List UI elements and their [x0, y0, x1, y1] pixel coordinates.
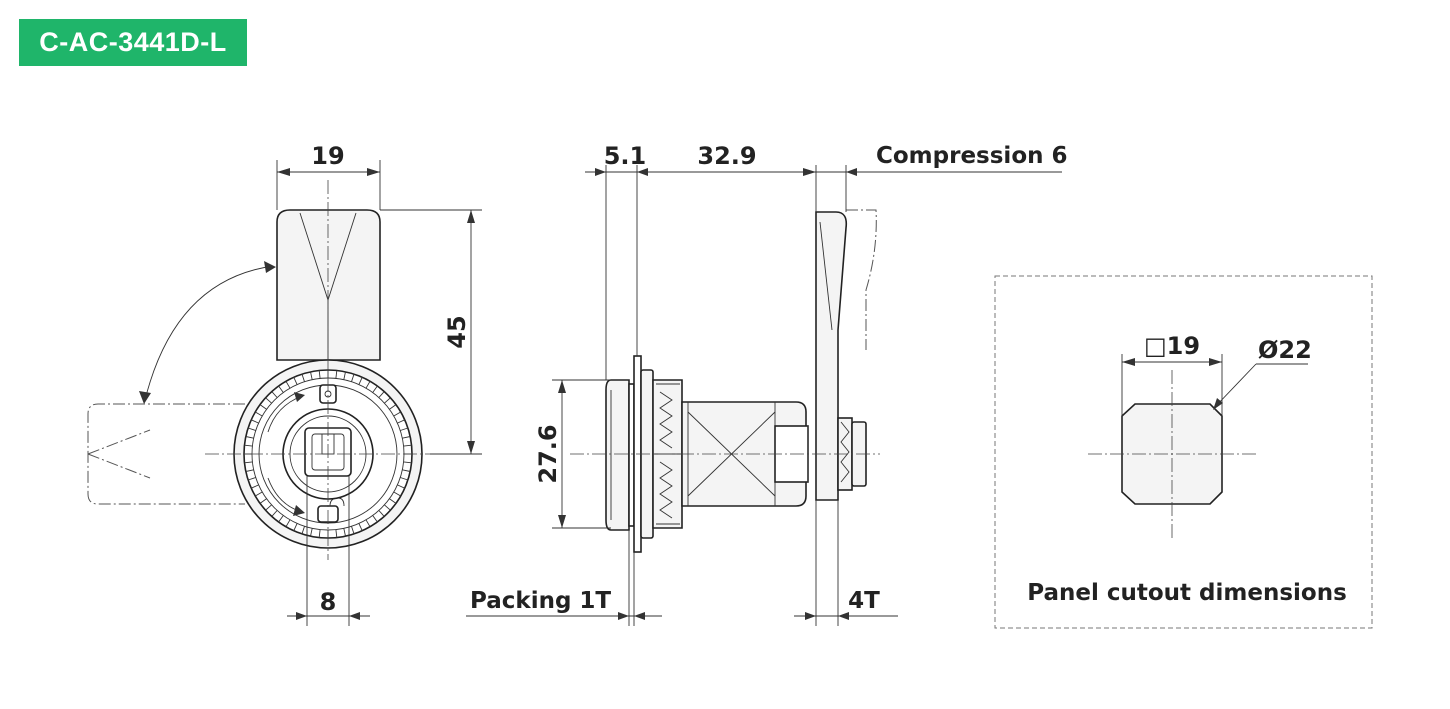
flange-dia-dim: 27.6 — [534, 424, 562, 483]
bezel-tick — [247, 427, 256, 431]
bezel-tick — [251, 484, 259, 489]
bezel-tick — [271, 391, 278, 398]
bezel-ticks — [244, 370, 412, 538]
bezel-tick — [335, 370, 338, 379]
front-view: 19 45 8 — [87, 142, 482, 626]
bezel-tick — [255, 491, 263, 497]
panel-cutout: □19 Ø22 Panel cutout dimensions — [994, 275, 1373, 629]
compression-label: Compression 6 — [876, 143, 1068, 169]
flange — [605, 379, 630, 531]
bezel-tick — [245, 436, 254, 439]
side-view: 5.1 32.9 Compression 6 27.6 Packing 1T 4… — [466, 142, 1068, 626]
cam-thickness-label: 4T — [848, 588, 880, 614]
front-height-dim: 45 — [443, 315, 471, 348]
front-width-dim: 19 — [311, 142, 344, 170]
bezel-tick — [285, 381, 291, 389]
bezel-tick — [245, 469, 254, 472]
bezel-tick — [402, 436, 411, 439]
bezel-tick — [389, 404, 397, 410]
bezel-tick — [310, 371, 313, 380]
bezel-tick — [351, 373, 355, 382]
flange-thickness-dim: 5.1 — [604, 142, 647, 170]
cutout-square-dim: □19 — [1144, 332, 1200, 360]
bezel-tick — [335, 529, 338, 538]
bezel-tick — [343, 528, 346, 537]
bezel-tick — [397, 419, 405, 424]
cam-phantom — [846, 209, 877, 350]
rotated-cam-phantom — [87, 403, 245, 505]
bezel-tick — [372, 385, 378, 393]
bezel-tick — [400, 427, 409, 431]
bezel-tick — [301, 373, 305, 382]
bezel-tick — [271, 510, 278, 517]
bezel-tick — [318, 370, 321, 379]
bezel-tick — [402, 469, 411, 472]
bezel-tick — [265, 397, 272, 404]
cutout-caption: Panel cutout dimensions — [1027, 580, 1347, 606]
model-code-badge: C-AC-3441D-L — [19, 19, 247, 66]
bezel-tick — [372, 515, 378, 523]
bezel-tick — [384, 397, 391, 404]
bezel-tick — [378, 391, 385, 398]
bezel-tick — [365, 381, 371, 389]
body-length-dim: 32.9 — [697, 142, 756, 170]
bezel-tick — [384, 504, 391, 511]
bezel-tick — [403, 444, 412, 447]
bezel-tick — [358, 523, 363, 531]
front-offset-dim: 8 — [320, 588, 337, 616]
bezel-tick — [400, 477, 409, 481]
bezel-tick — [293, 377, 298, 385]
cutout-diameter-dim: Ø22 — [1258, 336, 1312, 364]
bezel-tick — [244, 444, 253, 447]
bezel-tick — [393, 411, 401, 417]
cam-side — [815, 211, 848, 501]
bezel-tick — [293, 523, 298, 531]
bezel-tick — [378, 510, 385, 517]
bezel-tick — [343, 371, 346, 380]
bezel-tick — [247, 477, 256, 481]
bezel-tick — [397, 484, 405, 489]
cam-arm — [276, 209, 381, 361]
bezel-tick — [259, 404, 267, 410]
bezel-tick — [278, 515, 284, 523]
bezel-tick — [389, 498, 397, 504]
rotation-arc — [144, 265, 274, 401]
bezel-tick — [393, 491, 401, 497]
bezel-tick — [403, 461, 412, 464]
bezel-tick — [310, 528, 313, 537]
packing-label: Packing 1T — [470, 588, 611, 614]
bezel-tick — [265, 504, 272, 511]
bezel-tick — [358, 377, 363, 385]
bezel-tick — [278, 385, 284, 393]
bezel-tick — [351, 526, 355, 535]
cutout-frame — [994, 275, 1373, 629]
bezel-tick — [301, 526, 305, 535]
bezel-tick — [259, 498, 267, 504]
bezel-tick — [285, 519, 291, 527]
bezel-tick — [318, 529, 321, 538]
bezel-tick — [244, 461, 253, 464]
bezel-tick — [251, 419, 259, 424]
bezel-tick — [255, 411, 263, 417]
bezel-tick — [365, 519, 371, 527]
